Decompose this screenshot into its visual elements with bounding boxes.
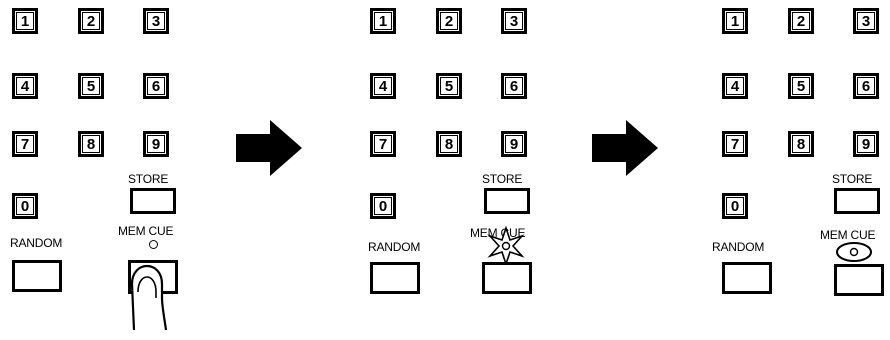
key-7[interactable]: 7	[12, 131, 38, 157]
key-8[interactable]: 8	[78, 131, 104, 157]
key-9[interactable]: 9	[501, 131, 527, 157]
key-3[interactable]: 3	[853, 8, 879, 34]
memcue-button[interactable]	[482, 262, 532, 294]
flash-burst-icon	[487, 225, 525, 267]
key-1[interactable]: 1	[370, 8, 396, 34]
key-8[interactable]: 8	[788, 131, 814, 157]
key-9[interactable]: 9	[853, 131, 879, 157]
indicator-ring-icon	[836, 242, 872, 262]
key-7[interactable]: 7	[370, 131, 396, 157]
memcue-button[interactable]	[834, 264, 884, 296]
store-button[interactable]	[834, 188, 880, 214]
key-1[interactable]: 1	[722, 8, 748, 34]
key-6[interactable]: 6	[501, 73, 527, 99]
random-button[interactable]	[370, 262, 420, 294]
key-3[interactable]: 3	[143, 8, 169, 34]
memcue-label: MEM CUE	[820, 228, 876, 242]
store-label: STORE	[128, 172, 169, 186]
memcue-label: MEM CUE	[470, 226, 526, 240]
random-button[interactable]	[722, 262, 772, 294]
key-2[interactable]: 2	[78, 8, 104, 34]
memcue-label: MEM CUE	[118, 224, 174, 238]
key-5[interactable]: 5	[436, 73, 462, 99]
key-6[interactable]: 6	[853, 73, 879, 99]
key-5[interactable]: 5	[78, 73, 104, 99]
store-button[interactable]	[484, 188, 530, 214]
key-0[interactable]: 0	[722, 193, 748, 219]
store-label: STORE	[832, 172, 873, 186]
random-label: RANDOM	[712, 240, 765, 254]
key-0[interactable]: 0	[370, 193, 396, 219]
random-label: RANDOM	[368, 240, 421, 254]
key-4[interactable]: 4	[12, 73, 38, 99]
random-label: RANDOM	[10, 236, 63, 250]
arrow-right-icon	[236, 120, 302, 176]
key-4[interactable]: 4	[722, 73, 748, 99]
key-4[interactable]: 4	[370, 73, 396, 99]
memcue-indicator	[149, 240, 158, 249]
step-1-panel: 1 2 3 4 5 6 7 8 9 0 STORE RANDOM MEM CUE	[0, 0, 260, 331]
finger-icon	[130, 265, 168, 331]
step-3-panel: 1 2 3 4 5 6 7 8 9 0 STORE RANDOM MEM CUE	[710, 0, 890, 331]
key-5[interactable]: 5	[788, 73, 814, 99]
key-2[interactable]: 2	[436, 8, 462, 34]
arrow-right-icon	[592, 120, 658, 176]
key-9[interactable]: 9	[143, 131, 169, 157]
key-0[interactable]: 0	[12, 193, 38, 219]
store-label: STORE	[482, 172, 523, 186]
store-button[interactable]	[130, 188, 176, 214]
key-1[interactable]: 1	[12, 8, 38, 34]
step-2-panel: 1 2 3 4 5 6 7 8 9 0 STORE RANDOM MEM CUE	[358, 0, 618, 331]
key-7[interactable]: 7	[722, 131, 748, 157]
random-button[interactable]	[12, 260, 62, 292]
key-3[interactable]: 3	[501, 8, 527, 34]
key-2[interactable]: 2	[788, 8, 814, 34]
key-6[interactable]: 6	[143, 73, 169, 99]
key-8[interactable]: 8	[436, 131, 462, 157]
